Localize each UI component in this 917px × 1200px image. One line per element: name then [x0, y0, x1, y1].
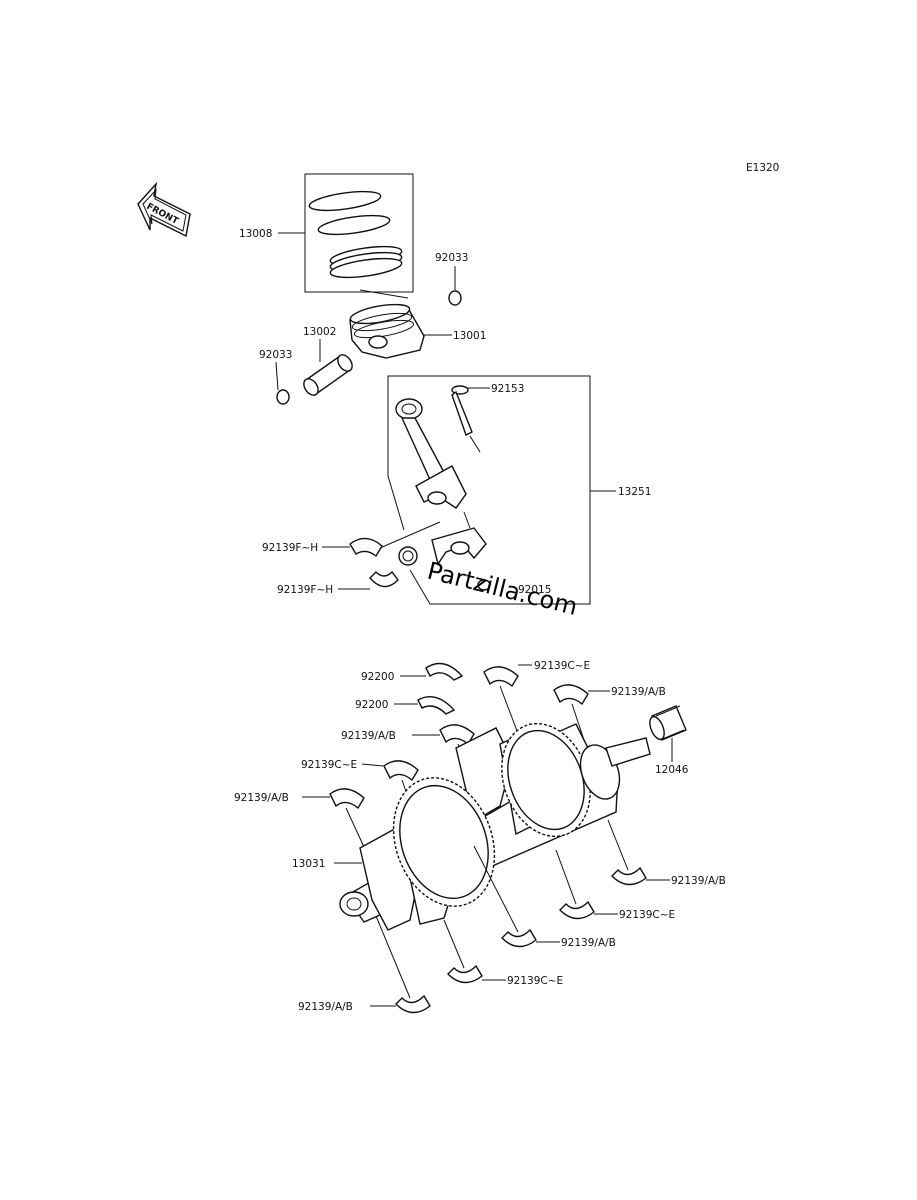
rod-bolt: [451, 385, 473, 436]
piston-rings-group: [304, 173, 414, 293]
rod-bearing-lower: [369, 570, 399, 588]
label-92200-lower: 92200: [355, 699, 388, 711]
label-92139fh-upper: 92139F~H: [262, 542, 318, 554]
ring-washer: [398, 546, 418, 566]
main-bearing-ce-1: [483, 666, 519, 688]
crankshaft: [339, 722, 651, 931]
front-arrow-icon: FRONT: [137, 181, 191, 238]
label-92139ce-4: 92139C~E: [507, 975, 563, 987]
connecting-rod: [395, 398, 467, 509]
label-92033-left: 92033: [259, 349, 292, 361]
main-bearing-ce-3: [559, 900, 595, 920]
main-bearing-ab-3: [329, 788, 365, 810]
label-92139ab-2: 92139/A/B: [341, 730, 396, 742]
main-bearing-ab-5: [501, 928, 537, 948]
rod-nut: [477, 579, 491, 591]
label-13008: 13008: [239, 228, 272, 240]
label-92139ce-2: 92139C~E: [301, 759, 357, 771]
label-92139ab-5: 92139/A/B: [561, 937, 616, 949]
label-92139ab-3: 92139/A/B: [234, 792, 289, 804]
label-92139ab-1: 92139/A/B: [611, 686, 666, 698]
main-bearing-ab-6: [395, 994, 431, 1014]
label-13001: 13001: [453, 330, 486, 342]
label-13031: 13031: [292, 858, 325, 870]
label-92153: 92153: [491, 383, 524, 395]
label-92200-upper: 92200: [361, 671, 394, 683]
main-bearing-ab-1: [553, 684, 589, 706]
circlip-right: [448, 290, 462, 306]
label-13002: 13002: [303, 326, 336, 338]
main-bearing-ce-2: [383, 760, 419, 782]
diagram-code: E1320: [746, 162, 779, 174]
piston: [349, 303, 425, 359]
rod-cap: [431, 527, 487, 566]
needle-bearing: [649, 705, 687, 741]
thrust-washer-upper: [425, 662, 464, 681]
label-92139ce-3: 92139C~E: [619, 909, 675, 921]
label-92139fh-lower: 92139F~H: [277, 584, 333, 596]
label-92139ab-4: 92139/A/B: [671, 875, 726, 887]
thrust-washer-lower: [417, 696, 456, 715]
watermark: Partzilla.com: [425, 557, 581, 621]
piston-pin: [303, 354, 353, 396]
main-bearing-ce-4: [447, 964, 483, 984]
main-bearing-ab-4: [611, 866, 647, 886]
label-13251: 13251: [618, 486, 651, 498]
label-92139ce-1: 92139C~E: [534, 660, 590, 672]
circlip-left: [276, 389, 290, 405]
label-12046: 12046: [655, 764, 689, 776]
label-92139ab-6: 92139/A/B: [298, 1001, 353, 1013]
label-92033-top: 92033: [435, 252, 468, 264]
rod-bearing-upper: [349, 537, 383, 558]
label-92015: 92015: [518, 584, 551, 596]
